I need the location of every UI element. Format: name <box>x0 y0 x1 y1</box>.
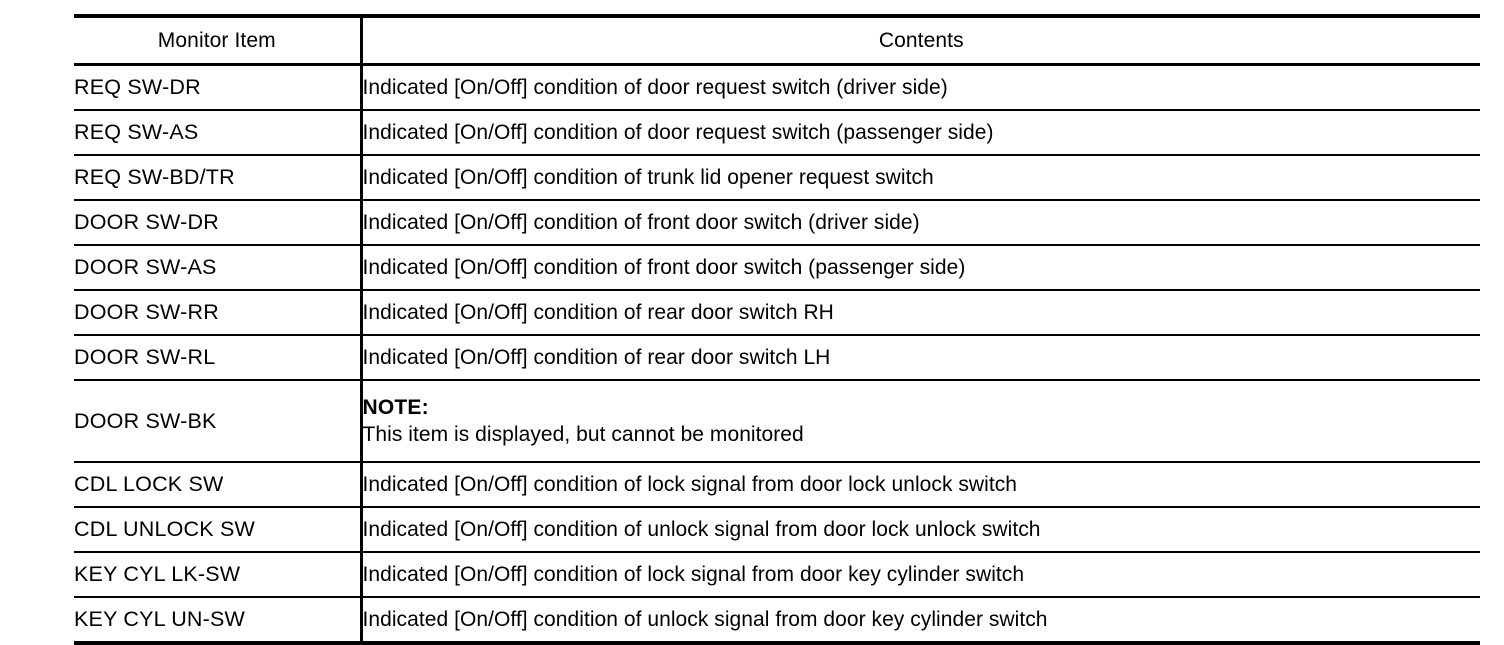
note-block: NOTE: This item is displayed, but cannot… <box>363 394 1481 449</box>
note-label: NOTE: <box>362 395 429 419</box>
table-row-note: DOOR SW-BK NOTE: This item is displayed,… <box>74 380 1481 463</box>
monitor-item-table: Monitor Item Contents REQ SW-DR Indicate… <box>74 14 1480 645</box>
monitor-item-name: CDL UNLOCK SW <box>74 507 363 553</box>
monitor-item-name: REQ SW-BD/TR <box>74 155 363 201</box>
table-row: CDL LOCK SW Indicated [On/Off] condition… <box>74 462 1480 508</box>
table-row: DOOR SW-RR Indicated [On/Off] condition … <box>74 290 1480 336</box>
table-row: REQ SW-DR Indicated [On/Off] condition o… <box>74 64 1480 111</box>
monitor-item-name: KEY CYL UN-SW <box>74 597 363 645</box>
column-header-monitor-item: Monitor Item <box>74 14 363 66</box>
monitor-item-name: KEY CYL LK-SW <box>74 552 363 598</box>
monitor-item-description: Indicated [On/Off] condition of rear doo… <box>361 335 1480 381</box>
monitor-item-name: DOOR SW-RL <box>74 335 363 381</box>
table-row: CDL UNLOCK SW Indicated [On/Off] conditi… <box>74 507 1480 553</box>
table-row: DOOR SW-AS Indicated [On/Off] condition … <box>74 245 1480 291</box>
table-row: DOOR SW-RL Indicated [On/Off] condition … <box>74 335 1480 381</box>
column-header-contents: Contents <box>361 14 1480 66</box>
table-row: REQ SW-BD/TR Indicated [On/Off] conditio… <box>74 155 1480 201</box>
monitor-item-description: Indicated [On/Off] condition of lock sig… <box>361 462 1480 508</box>
table-row: DOOR SW-DR Indicated [On/Off] condition … <box>74 200 1480 246</box>
monitor-item-name: DOOR SW-DR <box>74 200 363 246</box>
table-body: REQ SW-DR Indicated [On/Off] condition o… <box>74 64 1481 645</box>
monitor-item-description: Indicated [On/Off] condition of door req… <box>361 110 1480 156</box>
monitor-item-description: Indicated [On/Off] condition of front do… <box>361 245 1480 291</box>
monitor-item-description: Indicated [On/Off] condition of trunk li… <box>361 155 1480 201</box>
table-row: KEY CYL UN-SW Indicated [On/Off] conditi… <box>74 597 1480 645</box>
monitor-item-name: DOOR SW-AS <box>74 245 363 291</box>
monitor-item-note: NOTE: This item is displayed, but cannot… <box>361 380 1481 463</box>
note-text: This item is displayed, but cannot be mo… <box>362 423 804 446</box>
monitor-item-description: Indicated [On/Off] condition of rear doo… <box>361 290 1480 336</box>
monitor-item-description: Indicated [On/Off] condition of unlock s… <box>361 507 1480 553</box>
table-row: KEY CYL LK-SW Indicated [On/Off] conditi… <box>74 552 1480 598</box>
table-row: REQ SW-AS Indicated [On/Off] condition o… <box>74 110 1480 156</box>
monitor-item-name: REQ SW-AS <box>74 110 363 156</box>
monitor-item-name: CDL LOCK SW <box>74 462 363 508</box>
monitor-item-name: DOOR SW-BK <box>74 380 363 463</box>
monitor-item-description: Indicated [On/Off] condition of front do… <box>361 200 1480 246</box>
monitor-item-name: REQ SW-DR <box>74 64 363 111</box>
table-header-row: Monitor Item Contents <box>74 14 1480 66</box>
table-header: Monitor Item Contents <box>74 14 1480 66</box>
monitor-item-description: Indicated [On/Off] condition of lock sig… <box>361 552 1480 598</box>
document-page: Monitor Item Contents REQ SW-DR Indicate… <box>74 14 1480 645</box>
monitor-item-description: Indicated [On/Off] condition of unlock s… <box>361 597 1480 645</box>
monitor-item-name: DOOR SW-RR <box>74 290 363 336</box>
monitor-item-description: Indicated [On/Off] condition of door req… <box>361 64 1480 111</box>
